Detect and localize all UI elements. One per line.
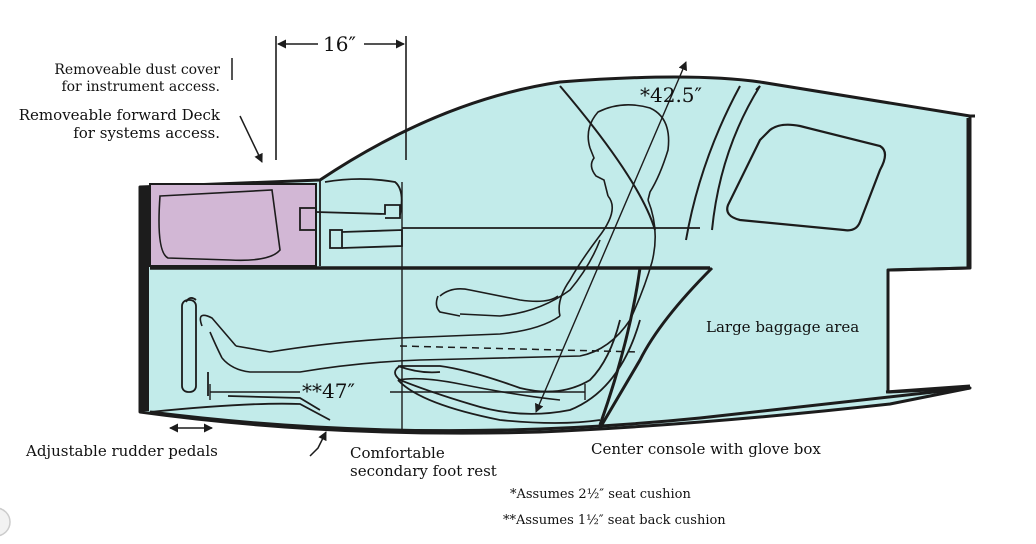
dust-cover-label: Removeable dust cover for instrument acc… bbox=[30, 62, 220, 96]
forward-deck-line-1: Removeable forward Deck bbox=[18, 106, 220, 124]
seat-cushion-note: *Assumes 2½″ seat cushion bbox=[510, 487, 691, 502]
foot-rest-line-1: Comfortable bbox=[350, 444, 445, 462]
instrument-width-value: 16″ bbox=[323, 32, 356, 56]
seat-cushion-ref bbox=[399, 345, 641, 353]
side-window bbox=[726, 123, 887, 232]
foot-rest-line-2: secondary foot rest bbox=[350, 462, 497, 480]
forward-deck-inner bbox=[158, 189, 281, 262]
forward-deck-label: Removeable forward Deck for systems acce… bbox=[4, 106, 220, 142]
console-label: Center console with glove box bbox=[591, 440, 821, 458]
callout-leaders bbox=[169, 58, 327, 457]
foot-rest-label: Comfortable secondary foot rest bbox=[350, 444, 497, 480]
headroom-dimension bbox=[535, 61, 687, 413]
floor-plates bbox=[149, 386, 971, 433]
seat-back-note: **Assumes 1½″ seat back cushion bbox=[503, 513, 726, 528]
dust-cover-line-1: Removeable dust cover bbox=[54, 62, 220, 78]
rudder-pedals bbox=[181, 297, 209, 396]
rear-bulkhead bbox=[885, 114, 975, 394]
forward-deck-panel bbox=[149, 183, 317, 267]
legroom-value: **47″ bbox=[302, 379, 355, 403]
baggage-label: Large baggage area bbox=[706, 318, 860, 336]
dust-cover-line-2: for instrument access. bbox=[61, 79, 220, 95]
rudder-pedals-label: Adjustable rudder pedals bbox=[26, 442, 218, 460]
firewall bbox=[140, 186, 149, 411]
forward-deck-line-2: for systems access. bbox=[73, 124, 220, 142]
headroom-value: *42.5″ bbox=[640, 83, 703, 107]
binder-hole bbox=[0, 507, 11, 537]
instrument-width-dimension bbox=[275, 36, 407, 160]
